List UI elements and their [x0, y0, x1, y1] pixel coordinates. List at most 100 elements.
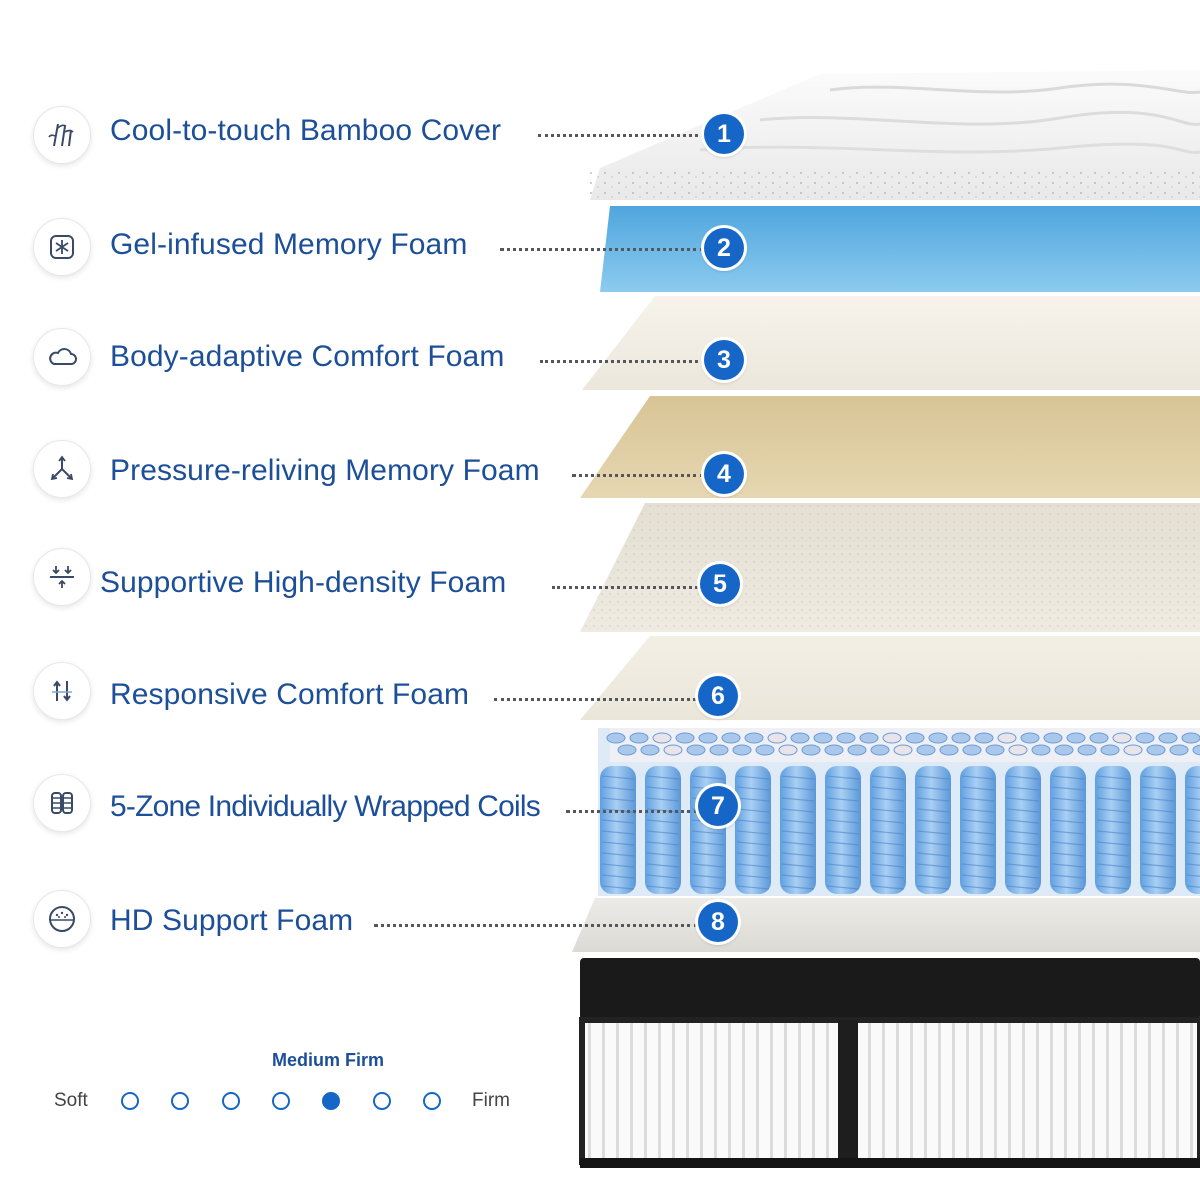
coil-wrap-line	[1006, 852, 1040, 857]
coil-wrap-line	[781, 874, 815, 879]
coil-wrap-line	[1051, 841, 1085, 846]
layer-label: Supportive High-density Foam	[100, 566, 507, 599]
firmness-dot-5	[322, 1092, 341, 1110]
layer-label: Responsive Comfort Foam	[110, 678, 470, 711]
coil-wrap-line	[601, 819, 635, 824]
leader-dots	[538, 134, 704, 137]
coil-wrap-line	[646, 874, 680, 879]
coil-wrap-line	[736, 841, 770, 846]
coil-wrap-line	[826, 863, 860, 868]
coil-cap	[1008, 744, 1028, 756]
layer-row-6: Responsive Comfort Foam 6	[0, 652, 760, 732]
layer-number-badge: 3	[704, 340, 744, 380]
layer-row-5: Supportive High-density Foam 5	[0, 540, 760, 620]
layer-row-8: HD Support Foam 8	[0, 876, 760, 956]
coil-wrap-line	[691, 841, 725, 846]
coil-cap	[709, 744, 729, 756]
coil-wrap-line	[646, 830, 680, 835]
coil-spring	[735, 766, 771, 894]
coil-wrap-line	[916, 786, 950, 791]
coil-cap	[1031, 744, 1051, 756]
coil-wrap-line	[781, 841, 815, 846]
coil-spring	[825, 766, 861, 894]
coil-wrap-line	[961, 786, 995, 791]
layer-label: Pressure-reliving Memory Foam	[110, 454, 540, 487]
coil-wrap-line	[1006, 819, 1040, 824]
coil-wrap-line	[961, 775, 995, 780]
coil-cap	[755, 744, 775, 756]
coil-cap	[686, 744, 706, 756]
coil-wrap-line	[736, 852, 770, 857]
coil-wrap-line	[1186, 852, 1200, 855]
coil-wrap-line	[781, 830, 815, 835]
layer-legend: Cool-to-touch Bamboo Cover 1 Gel-infused…	[0, 106, 760, 956]
coil-wrap-line	[736, 885, 770, 890]
coil-wrap-line	[826, 885, 860, 890]
coil-cap	[1146, 744, 1166, 756]
coil-wrap-line	[736, 863, 770, 868]
coil-wrap-line	[1186, 885, 1200, 888]
coil-wrap-line	[1096, 852, 1130, 857]
coil-wrap-line	[601, 797, 635, 802]
coil-wrap-line	[781, 808, 815, 813]
coil-cap	[882, 732, 902, 744]
coil-wrap-line	[961, 863, 995, 868]
coil-cap	[1158, 732, 1178, 744]
coil-cap	[1112, 732, 1132, 744]
coil-wrap-line	[646, 863, 680, 868]
leader-dots	[374, 924, 698, 927]
coil-wrap-line	[736, 808, 770, 813]
coil-wrap-line	[826, 797, 860, 802]
coil-wrap-line	[1006, 885, 1040, 890]
coil-wrap-line	[736, 874, 770, 879]
coil-wrap-line	[781, 797, 815, 802]
coil-wrap-line	[871, 819, 905, 824]
leader-dots	[552, 586, 704, 589]
coil-wrap-line	[781, 786, 815, 791]
firmness-soft-label: Soft	[54, 1090, 88, 1111]
coil-wrap-line	[1051, 775, 1085, 780]
coil-wrap-line	[871, 775, 905, 780]
coil-wrap-line	[916, 797, 950, 802]
coil-wrap-line	[691, 874, 725, 879]
coil-spring	[960, 766, 996, 894]
coil-cap	[1123, 744, 1143, 756]
coil-cap	[939, 744, 959, 756]
coil-wrap-line	[1006, 775, 1040, 780]
layer-number-badge: 1	[704, 114, 744, 154]
coil-cap	[905, 732, 925, 744]
coil-wrap-line	[826, 852, 860, 857]
coil-cap	[916, 744, 936, 756]
coil-wrap-line	[871, 841, 905, 846]
coil-cap	[617, 744, 637, 756]
coil-wrap-line	[826, 874, 860, 879]
coil-wrap-line	[1006, 841, 1040, 846]
coil-wrap-line	[871, 885, 905, 890]
layer-row-2: Gel-infused Memory Foam 2	[0, 206, 760, 286]
coil-wrap-line	[781, 885, 815, 890]
coil-wrap-line	[601, 841, 635, 846]
coil-cap	[721, 732, 741, 744]
layer-number-badge: 8	[698, 902, 738, 942]
coil-wrap-line	[736, 797, 770, 802]
firmness-dot-3	[221, 1092, 240, 1110]
compression-arrows-icon	[33, 548, 91, 606]
layer-label: Cool-to-touch Bamboo Cover	[110, 114, 502, 147]
layer-7-wrapped-coils	[598, 728, 1200, 896]
coil-wrap-line	[1051, 819, 1085, 824]
coil-wrap-line	[826, 819, 860, 824]
coil-wrap-line	[1141, 808, 1175, 813]
coil-wrap-line	[1186, 841, 1200, 844]
coil-wrap-line	[1051, 874, 1085, 879]
coil-spring	[1140, 766, 1176, 894]
leader-dots	[572, 474, 704, 477]
coil-wrap-line	[1141, 863, 1175, 868]
layer-label: Body-adaptive Comfort Foam	[110, 340, 505, 373]
firmness-dot-7	[422, 1092, 441, 1110]
coil-wrap-line	[601, 874, 635, 879]
coil-wrap-line	[826, 808, 860, 813]
layer-row-3: Body-adaptive Comfort Foam 3	[0, 316, 760, 396]
coil-wrap-line	[916, 863, 950, 868]
